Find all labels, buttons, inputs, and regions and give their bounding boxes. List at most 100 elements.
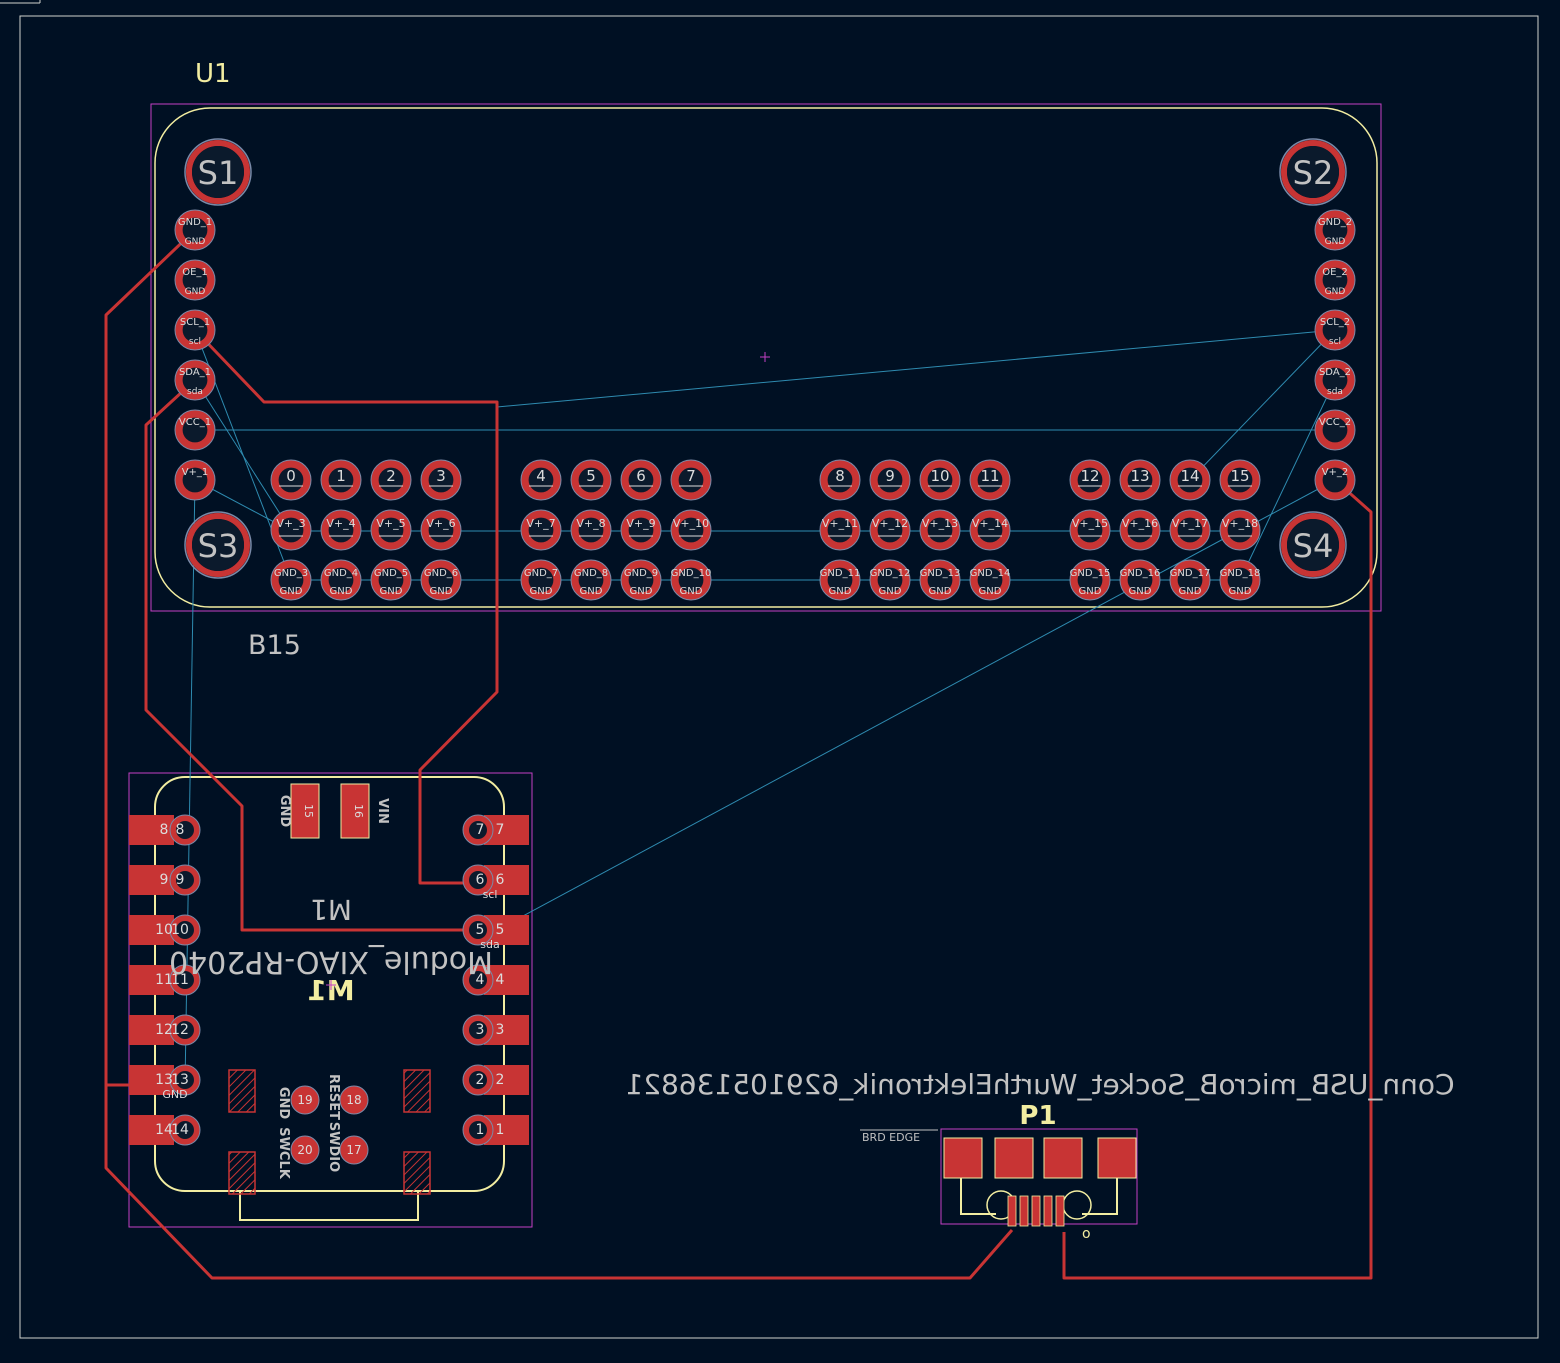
u1-pwm-pin-8[interactable]: 8 xyxy=(819,459,861,501)
u1-pwm-pin-5[interactable]: 5 xyxy=(570,459,612,501)
u1-pwm-pin-12[interactable]: 12 xyxy=(1069,459,1111,501)
mount-hole-label: S4 xyxy=(1293,527,1334,565)
u1-vplus-pin-15[interactable]: V+_15 xyxy=(1069,509,1111,551)
u1-vplus-pin-14[interactable]: V+_14 xyxy=(969,509,1011,551)
p1-signal-pad-3[interactable] xyxy=(1031,1195,1041,1227)
u1-vplus-pin-16[interactable]: V+_16 xyxy=(1119,509,1161,551)
u1-pin-left-5[interactable]: V+_1 xyxy=(174,459,216,501)
u1-vplus-pin-11[interactable]: V+_11 xyxy=(819,509,861,551)
u1-pwm-pin-7[interactable]: 7 xyxy=(670,459,712,501)
p1-signal-pad-2[interactable] xyxy=(1019,1195,1029,1227)
u1-vplus-pin-5[interactable]: V+_5 xyxy=(370,509,412,551)
p1-signal-pad-5[interactable] xyxy=(1055,1195,1065,1227)
u1-pwm-pin-6[interactable]: 6 xyxy=(620,459,662,501)
pad-number: 14 xyxy=(155,1122,173,1138)
u1-pin-left-4[interactable]: VCC_1 xyxy=(174,409,216,451)
mount-hole-s2[interactable]: S2 xyxy=(1279,138,1347,206)
u1-pin-right-4[interactable]: VCC_2 xyxy=(1314,409,1356,451)
pad-net: sda xyxy=(480,938,499,951)
u1-vplus-pin-4[interactable]: V+_4 xyxy=(320,509,362,551)
u1-pin-right-5[interactable]: V+_2 xyxy=(1314,459,1356,501)
u1-vplus-pin-17[interactable]: V+_17 xyxy=(1169,509,1211,551)
p1-shield-pad-1[interactable] xyxy=(943,1137,983,1179)
pad-net: sda xyxy=(187,387,203,397)
u1-pwm-pin-0[interactable]: 0 xyxy=(270,459,312,501)
u1-pwm-pin-15[interactable]: 15 xyxy=(1219,459,1261,501)
u1-pwm-pin-9[interactable]: 9 xyxy=(869,459,911,501)
pad-net: sda xyxy=(1327,387,1343,397)
p1-signal-pad-1[interactable] xyxy=(1007,1195,1017,1227)
u1-pwm-pin-2[interactable]: 2 xyxy=(370,459,412,501)
u1-pwm-pin-4[interactable]: 4 xyxy=(520,459,562,501)
pad-number: 20 xyxy=(297,1143,312,1157)
p1-signal-pad-4[interactable] xyxy=(1043,1195,1053,1227)
u1-vplus-pin-7[interactable]: V+_7 xyxy=(520,509,562,551)
u1-pwm-pin-3[interactable]: 3 xyxy=(420,459,462,501)
p1-shield-pad-3[interactable] xyxy=(1043,1137,1083,1179)
p1-shield-pad-4[interactable] xyxy=(1097,1137,1137,1179)
u1-vplus-pin-3[interactable]: V+_3 xyxy=(270,509,312,551)
mount-hole-s3[interactable]: S3 xyxy=(184,511,252,579)
u1-vplus-pin-13[interactable]: V+_13 xyxy=(919,509,961,551)
u1-vplus-pin-9[interactable]: V+_9 xyxy=(620,509,662,551)
u1-pwm-pin-14[interactable]: 14 xyxy=(1169,459,1211,501)
u1-vplus-pin-8[interactable]: V+_8 xyxy=(570,509,612,551)
u1-vplus-pin-18[interactable]: V+_18 xyxy=(1219,509,1261,551)
u1-vplus-pin-6[interactable]: V+_6 xyxy=(420,509,462,551)
p1-shield-pad-2[interactable] xyxy=(994,1137,1034,1179)
u1-vplus-pin-12[interactable]: V+_12 xyxy=(869,509,911,551)
mount-hole-s4[interactable]: S4 xyxy=(1279,511,1347,579)
mount-hole-s1[interactable]: S1 xyxy=(184,138,252,206)
u1-pwm-pin-1[interactable]: 1 xyxy=(320,459,362,501)
u1-pwm-pin-13[interactable]: 13 xyxy=(1119,459,1161,501)
u1-vplus-pin-10[interactable]: V+_10 xyxy=(670,509,712,551)
u1-pwm-pin-11[interactable]: 11 xyxy=(969,459,1011,501)
u1-pwm-pin-10[interactable]: 10 xyxy=(919,459,961,501)
p1-silkscreen xyxy=(960,1176,1118,1215)
